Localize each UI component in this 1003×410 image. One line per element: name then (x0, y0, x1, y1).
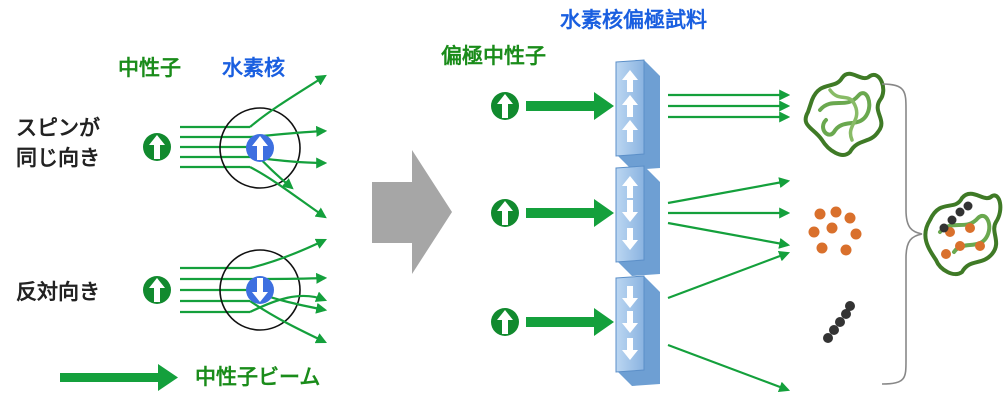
orange-particles-icon (808, 206, 862, 256)
legend-neutron-beam-label: 中性子ビーム (195, 365, 321, 389)
spin-same-label-line1: スピンが (16, 116, 100, 140)
polarized-row-2 (491, 165, 791, 276)
polarized-neutron-icon-1 (491, 92, 519, 120)
spin-same-label-line2: 同じ向き (16, 146, 100, 170)
polarized-neutron-label: 偏極中性子 (441, 44, 546, 68)
polarized-neutron-icon-3 (491, 308, 519, 336)
hydrogen-nucleus-label: 水素核 (222, 56, 285, 80)
polarized-row-1 (491, 59, 791, 170)
polarized-row-3 (491, 250, 791, 393)
polarized-neutron-icon-2 (491, 199, 519, 227)
opposite-spin-scattering (180, 238, 328, 344)
right-curly-brace-icon (881, 83, 923, 385)
hydrogen-nucleus-interaction-circle-bottom (219, 249, 301, 331)
hydrogen-nucleus-interaction-circle-top (219, 107, 301, 189)
transition-arrow (372, 150, 452, 274)
up-arrow-icon (252, 136, 268, 160)
incoming-beam-lines-same (180, 125, 250, 169)
polarized-sample-title: 水素核偏極試料 (560, 8, 707, 32)
polarized-sample-plate-1 (615, 59, 660, 170)
down-arrow-icon (252, 278, 268, 302)
dark-particle-chain-icon (823, 301, 855, 343)
neutron-label: 中性子 (118, 56, 181, 80)
neutron-icon-same (143, 133, 171, 161)
combined-sample-icon (923, 191, 1003, 277)
protein-icon (803, 71, 886, 157)
legend-beam-arrow (60, 364, 178, 391)
polarized-sample-plate-2 (615, 165, 660, 276)
opposite-direction-label: 反対向き (16, 280, 100, 304)
same-spin-scattering (180, 74, 328, 219)
polarized-sample-plate-3 (615, 275, 660, 386)
incoming-beam-lines-opposite (180, 266, 250, 314)
neutron-icon-opposite (143, 276, 171, 304)
